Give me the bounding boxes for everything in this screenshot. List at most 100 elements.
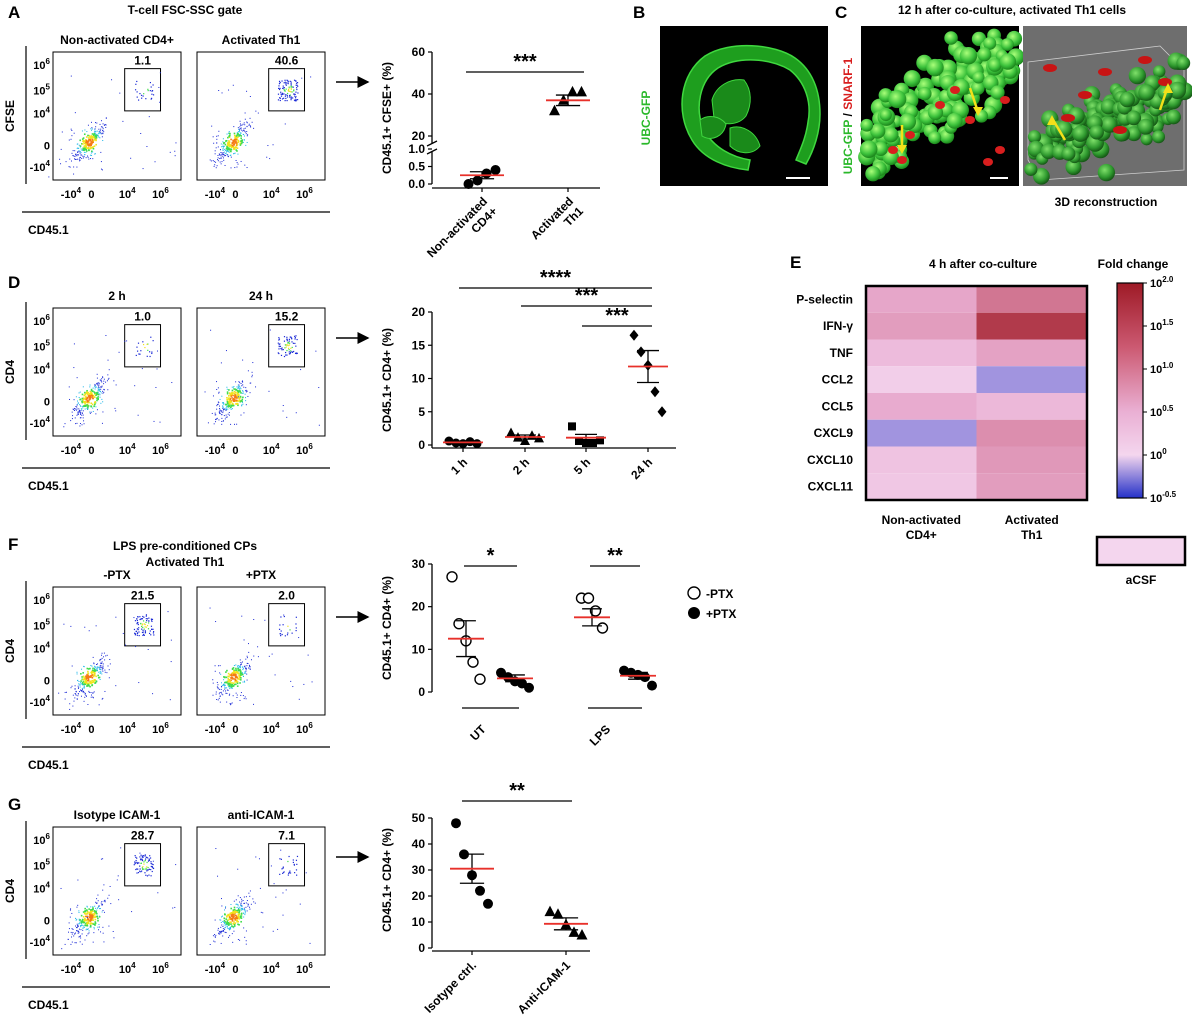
flow-event-dot <box>219 665 221 667</box>
flow-event-dot <box>77 402 79 404</box>
flow-event-dot <box>91 154 93 156</box>
flow-event-dot <box>151 93 153 95</box>
flow-event-dot <box>71 941 73 943</box>
flow-event-dot <box>215 934 217 936</box>
flow-event-dot <box>222 153 224 155</box>
y-tick-label: 0 <box>418 941 425 955</box>
flow-event-dot <box>101 386 103 388</box>
flow-event-dot <box>72 694 74 696</box>
flow-event-dot <box>278 83 281 85</box>
flow-event-dot <box>223 154 225 156</box>
flow-event-dot <box>97 135 99 137</box>
flow-event-dot <box>219 410 221 412</box>
flow-event-dot <box>305 872 307 874</box>
flow-event-dot <box>70 908 72 910</box>
flow-event-dot <box>220 691 222 693</box>
flow-event-dot <box>226 400 229 403</box>
flow-event-dot <box>94 122 96 124</box>
flow-event-dot <box>216 699 218 701</box>
flow-event-dot <box>110 903 112 905</box>
flow-event-dot <box>235 142 237 144</box>
flow-event-dot <box>225 676 228 679</box>
flow-event-dot <box>100 380 102 382</box>
flow-event-dot <box>221 682 223 684</box>
flow-event-dot <box>236 150 238 152</box>
flow-event-dot <box>246 125 248 127</box>
flow-event-dot <box>212 935 214 937</box>
flow-event-dot <box>80 680 82 682</box>
flow-event-dot <box>237 667 239 670</box>
flow-event-dot <box>281 98 284 100</box>
flow-event-dot <box>137 616 139 618</box>
flow-event-dot <box>237 388 239 390</box>
flow-event-dot <box>91 139 94 141</box>
flow-event-dot <box>90 128 92 130</box>
flow-event-dot <box>91 129 93 131</box>
flow-event-dot <box>231 920 234 922</box>
flow-event-dot <box>92 139 95 142</box>
flow-event-dot <box>94 386 96 388</box>
flow-event-dot <box>252 362 254 364</box>
flow-event-dot <box>284 347 286 349</box>
flow-event-dot <box>224 152 226 154</box>
flow-event-dot <box>290 85 292 87</box>
reconstructed-gfp-cell <box>1097 163 1116 182</box>
flow-event-dot <box>149 355 151 358</box>
reconstructed-gfp-cell <box>1024 162 1038 176</box>
flow-event-dot <box>222 935 224 937</box>
flow-event-dot <box>218 130 220 132</box>
tick-exponent: 4 <box>221 961 226 970</box>
flow-event-dot <box>216 381 218 383</box>
flow-event-dot <box>87 678 90 680</box>
flow-event-dot <box>140 871 142 873</box>
flow-event-dot <box>90 911 93 914</box>
flow-event-dot <box>244 393 246 395</box>
flow-event-dot <box>157 892 159 894</box>
flow-event-dot <box>228 683 231 685</box>
flow-event-dot <box>76 930 78 932</box>
flow-event-dot <box>227 150 229 152</box>
flow-y-axis-label: CD4 <box>3 360 17 384</box>
flow-event-dot <box>286 349 288 352</box>
flow-event-dot <box>103 652 105 654</box>
flow-event-dot <box>295 859 298 861</box>
flow-event-dot <box>217 135 219 137</box>
flow-event-dot <box>96 130 98 132</box>
tick-base: 10 <box>263 445 275 457</box>
flow-event-dot <box>75 423 77 425</box>
flow-event-dot <box>109 658 111 660</box>
flow-event-dot <box>289 342 291 344</box>
flow-event-dot <box>242 667 244 669</box>
gfp-cell <box>990 85 1005 100</box>
flow-event-dot <box>94 916 96 918</box>
data-point <box>647 680 657 691</box>
flow-event-dot <box>84 397 87 399</box>
flow-event-dot <box>95 126 97 128</box>
flow-event-dot <box>226 154 228 156</box>
flow-event-dot <box>74 409 76 411</box>
flow-y-tick-label: 0 <box>44 396 50 408</box>
flow-event-dot <box>236 132 238 134</box>
tick-exponent: 6 <box>46 313 51 322</box>
flow-event-dot <box>241 898 243 900</box>
tick-exponent: 4 <box>46 159 51 168</box>
flow-event-dot <box>93 662 95 664</box>
tick-exponent: 1.0 <box>1162 361 1174 370</box>
data-point <box>506 427 516 438</box>
flow-event-dot <box>85 141 87 144</box>
flow-event-dot <box>278 352 280 355</box>
flow-event-dot <box>249 117 251 119</box>
flow-event-dot <box>291 346 293 349</box>
flow-plot-title: Isotype ICAM-1 <box>74 808 161 822</box>
flow-event-dot <box>82 386 84 388</box>
flow-event-dot <box>244 164 246 166</box>
tick-exponent: 4 <box>131 186 136 195</box>
flow-event-dot <box>240 903 242 905</box>
flow-event-dot <box>228 145 230 147</box>
flow-event-dot <box>93 912 96 915</box>
flow-event-dot <box>104 671 106 673</box>
flow-event-dot <box>102 926 104 928</box>
flow-event-dot <box>142 631 144 633</box>
flow-event-dot <box>87 156 89 158</box>
flow-event-dot <box>249 890 251 892</box>
